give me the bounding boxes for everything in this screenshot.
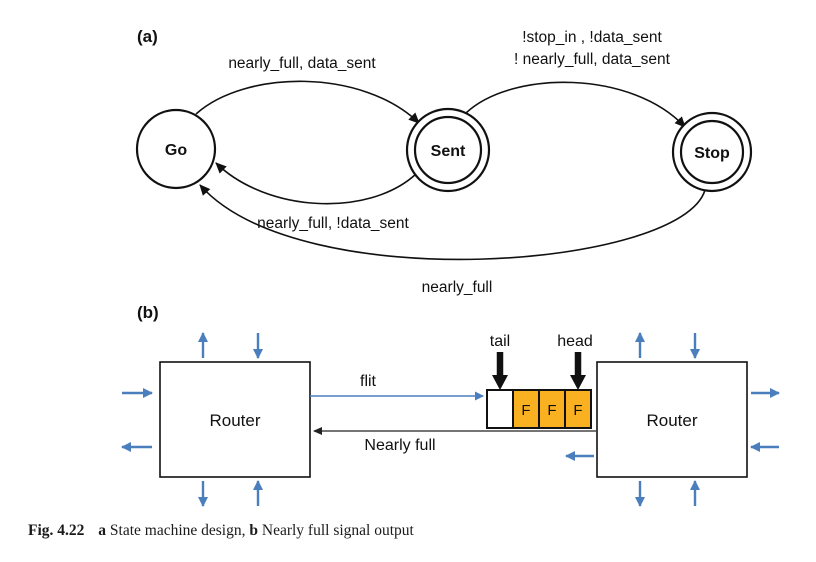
router-right-label: Router — [646, 411, 697, 430]
state-sent-inner-circle — [413, 115, 483, 185]
state-go-label: Go — [165, 142, 187, 159]
head-label: head — [557, 333, 593, 350]
arrow-sent-to-stop — [465, 81, 686, 128]
caption-b-marker: b — [249, 522, 258, 539]
state-sent-label: Sent — [431, 143, 466, 160]
buffer-cell-full — [564, 389, 592, 429]
label-sent-to-go: nearly_full, !data_sent — [257, 215, 409, 232]
label-sent-to-stop-line2: ! nearly_full, data_sent — [514, 51, 671, 68]
tail-label: tail — [490, 333, 510, 350]
router-left-label: Router — [209, 411, 260, 430]
buffer-cell-label: F — [547, 402, 556, 419]
panel-a-label: (a) — [137, 27, 158, 46]
caption-a-text: State machine design, — [109, 522, 246, 539]
label-stop-to-go: nearly_full — [422, 279, 493, 296]
label-sent-to-stop-line1: !stop_in , !data_sent — [522, 29, 662, 46]
arrow-sent-to-go — [215, 162, 417, 205]
arrow-go-to-sent — [195, 80, 420, 124]
caption-fig-number: Fig. 4.22 — [28, 522, 85, 539]
nearly-full-label: Nearly full — [364, 437, 435, 454]
router-right-box — [596, 361, 748, 478]
buffer-cell-label: F — [521, 402, 530, 419]
arrow-stop-to-go — [199, 184, 706, 261]
buffer-cell-label: F — [573, 402, 582, 419]
label-go-to-sent: nearly_full, data_sent — [228, 55, 376, 72]
panel-b-label: (b) — [137, 303, 159, 322]
figure-caption: Fig. 4.22 a State machine design, b Near… — [28, 522, 414, 540]
buffer-cell-empty — [486, 389, 514, 429]
flit-label: flit — [360, 373, 377, 390]
state-stop-label: Stop — [694, 145, 730, 162]
caption-a-marker: a — [98, 522, 107, 539]
state-stop-inner-circle — [679, 119, 745, 185]
router-left-box — [159, 361, 311, 478]
state-go-circle — [135, 108, 217, 190]
caption-b-text: Nearly full signal output — [261, 522, 414, 539]
